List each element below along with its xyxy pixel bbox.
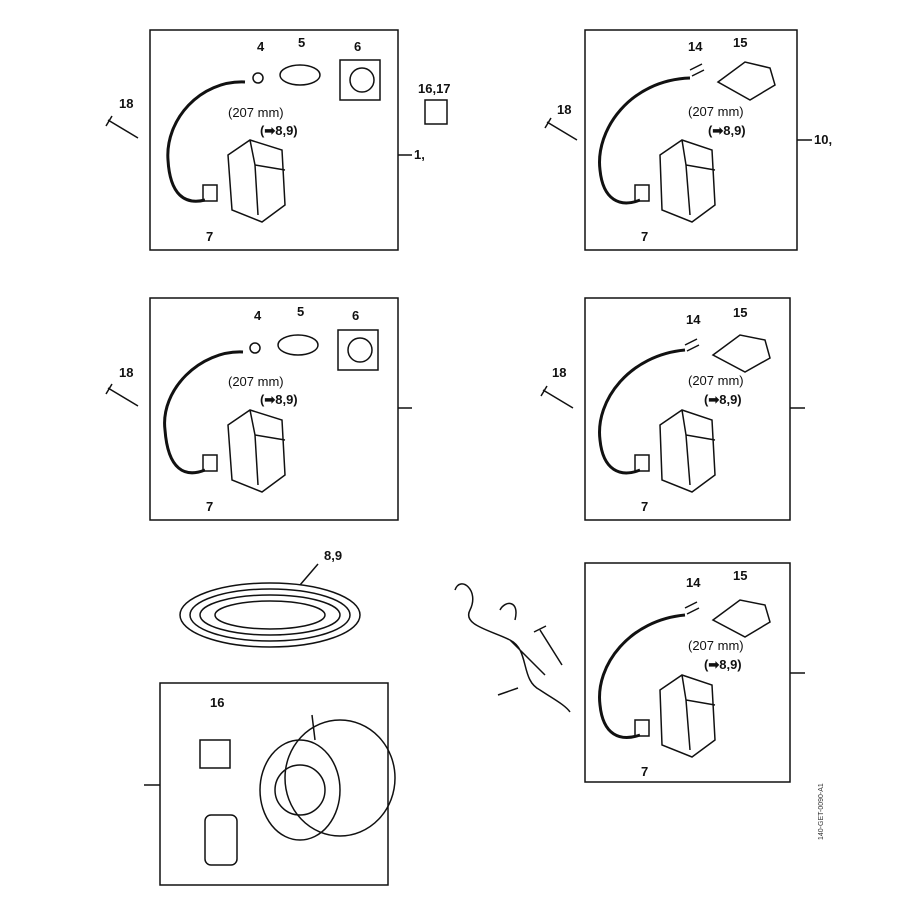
callout-6: 6 bbox=[352, 308, 360, 323]
callout-6: 6 bbox=[354, 39, 362, 54]
hose-length: (207 mm) bbox=[228, 105, 284, 120]
callout-14: 14 bbox=[686, 575, 701, 590]
fuel-strainer-icon bbox=[204, 814, 238, 866]
callout-14: 14 bbox=[688, 39, 703, 54]
callout-18: 18 bbox=[119, 96, 134, 111]
callout-5: 5 bbox=[298, 35, 306, 50]
callout-18: 18 bbox=[119, 365, 134, 380]
callout-7: 7 bbox=[206, 499, 214, 514]
callout-14: 14 bbox=[686, 312, 701, 327]
tank-body-icons bbox=[227, 139, 716, 758]
hose-length: (207 mm) bbox=[688, 373, 744, 388]
hose-coil-icon bbox=[179, 582, 361, 648]
fuel-pickup-icon bbox=[199, 739, 231, 769]
assembly-box-5 bbox=[584, 562, 791, 783]
hose-ref: (➡8,9) bbox=[260, 123, 298, 138]
callout-5: 5 bbox=[297, 304, 305, 319]
callout-7: 7 bbox=[206, 229, 214, 244]
hose-ref: (➡8,9) bbox=[708, 123, 746, 138]
air-filter-icon bbox=[259, 719, 396, 841]
drawing-code: 140-GET-0090-A1 bbox=[818, 783, 825, 840]
wiring-harness-icon bbox=[454, 583, 571, 713]
hose-length: (207 mm) bbox=[688, 638, 744, 653]
callout-4: 4 bbox=[254, 308, 262, 323]
assembly-box-3 bbox=[149, 297, 399, 521]
fitting-icons bbox=[202, 184, 650, 737]
callout-15: 15 bbox=[733, 305, 748, 320]
screw-icons bbox=[105, 115, 578, 666]
callout-7: 7 bbox=[641, 764, 649, 779]
callout-15: 15 bbox=[733, 568, 748, 583]
hose-ref: (➡8,9) bbox=[704, 392, 742, 407]
assembly-box-4 bbox=[584, 297, 791, 521]
callout-7: 7 bbox=[641, 499, 649, 514]
assembly-box-10 bbox=[584, 29, 798, 251]
callout-7: 7 bbox=[641, 229, 649, 244]
assembly-box-1 bbox=[149, 29, 399, 251]
assembly-label-1: 1, bbox=[414, 147, 425, 162]
callout-18: 18 bbox=[552, 365, 567, 380]
assembly-label-10: 10, bbox=[814, 132, 833, 147]
hose-ref: (➡8,9) bbox=[704, 657, 742, 672]
hose-length: (207 mm) bbox=[228, 374, 284, 389]
fuel-hose-icons bbox=[163, 76, 691, 739]
callout-18: 18 bbox=[557, 102, 572, 117]
filter-box bbox=[159, 682, 389, 886]
callout-16: 16 bbox=[210, 695, 225, 710]
hose-length: (207 mm) bbox=[688, 104, 744, 119]
callout-16-17: 16,17 bbox=[418, 81, 451, 96]
callout-15: 15 bbox=[733, 35, 748, 50]
callout-8-9: 8,9 bbox=[324, 548, 343, 563]
callout-4: 4 bbox=[257, 39, 265, 54]
hose-ref: (➡8,9) bbox=[260, 392, 298, 407]
valve-icons bbox=[249, 59, 776, 638]
